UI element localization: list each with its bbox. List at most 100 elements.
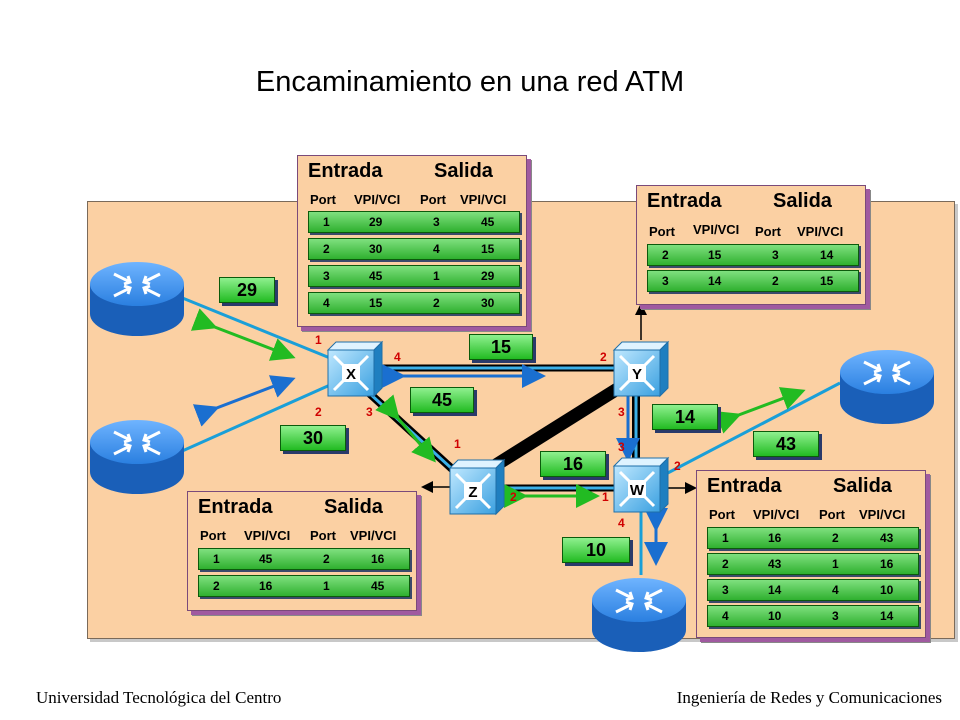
- table-w-entrada: Entrada: [707, 475, 782, 497]
- table-cell: 1: [213, 552, 220, 566]
- atm-switch-x: X: [326, 340, 384, 398]
- table-cell: 2: [722, 557, 729, 571]
- table-x-salida: Salida: [434, 160, 493, 182]
- table-cell: 4: [323, 296, 330, 310]
- switch-y-label: Y: [632, 366, 642, 383]
- table-z-col-vci-in: VPI/VCI: [244, 528, 291, 543]
- table-row: 4 15 2 30: [308, 292, 520, 314]
- table-cell: 30: [481, 296, 495, 310]
- table-cell: 29: [369, 215, 383, 229]
- switch-z-label: Z: [468, 484, 477, 501]
- port-w3: 3: [618, 440, 625, 454]
- router-icon: [90, 420, 184, 494]
- table-cell: 15: [708, 248, 722, 262]
- table-cell: 43: [768, 557, 782, 571]
- port-y2: 2: [600, 350, 607, 364]
- table-cell: 1: [722, 531, 729, 545]
- table-cell: 1: [323, 215, 330, 229]
- router-icon: [840, 350, 934, 424]
- table-cell: 3: [832, 609, 839, 623]
- table-cell: 16: [371, 552, 385, 566]
- port-x4: 4: [394, 350, 401, 364]
- port-z1: 1: [454, 437, 461, 451]
- table-cell: 15: [369, 296, 383, 310]
- table-cell: 1: [433, 269, 440, 283]
- table-cell: 2: [772, 274, 779, 288]
- table-x-col-port-in: Port: [310, 192, 336, 207]
- vci-label-43: 43: [753, 431, 819, 457]
- table-cell: 45: [369, 269, 383, 283]
- table-cell: 3: [772, 248, 779, 262]
- flow-arrow-29: [190, 308, 296, 361]
- vci-label-45: 45: [410, 387, 474, 413]
- table-cell: 14: [768, 583, 782, 597]
- routing-table-z: Entrada Salida Port VPI/VCI Port VPI/VCI…: [187, 491, 417, 611]
- atm-switch-y: Y: [612, 340, 670, 398]
- table-z-salida: Salida: [324, 496, 383, 518]
- port-z2: 2: [510, 490, 517, 504]
- atm-switch-w: W: [612, 456, 670, 514]
- flow-arrow-30: [192, 375, 296, 427]
- table-y-entrada: Entrada: [647, 190, 722, 212]
- vci-label-14: 14: [652, 404, 718, 430]
- atm-switch-z: Z: [448, 458, 506, 516]
- table-cell: 2: [323, 552, 330, 566]
- table-cell: 3: [433, 215, 440, 229]
- table-cell: 2: [433, 296, 440, 310]
- table-row: 3 14 4 10: [707, 579, 919, 601]
- table-cell: 4: [832, 583, 839, 597]
- table-cell: 14: [820, 248, 834, 262]
- table-w-col-vci-in: VPI/VCI: [753, 507, 800, 522]
- flow-arrow-43: [714, 387, 806, 434]
- table-y-col-vci-in: VPI/VCI: [693, 222, 740, 237]
- router-icon: [592, 578, 686, 652]
- table-cell: 45: [371, 579, 385, 593]
- table-cell: 1: [323, 579, 330, 593]
- table-y-col-port-in: Port: [649, 224, 675, 239]
- table-w-col-vci-out: VPI/VCI: [859, 507, 906, 522]
- table-cell: 45: [481, 215, 495, 229]
- table-cell: 45: [259, 552, 273, 566]
- table-w-col-port-in: Port: [709, 507, 735, 522]
- vci-label-15: 15: [469, 334, 533, 360]
- table-y-col-port-out: Port: [755, 224, 781, 239]
- table-cell: 16: [768, 531, 782, 545]
- table-z-entrada: Entrada: [198, 496, 273, 518]
- table-cell: 1: [832, 557, 839, 571]
- switch-w-label: W: [630, 482, 645, 499]
- table-cell: 43: [880, 531, 894, 545]
- vci-label-16: 16: [540, 451, 606, 477]
- router-icon: [90, 262, 184, 336]
- table-cell: 10: [880, 583, 894, 597]
- table-cell: 16: [880, 557, 894, 571]
- table-cell: 4: [722, 609, 729, 623]
- table-cell: 3: [662, 274, 669, 288]
- table-z-col-port-in: Port: [200, 528, 226, 543]
- port-x1: 1: [315, 333, 322, 347]
- table-cell: 10: [768, 609, 782, 623]
- table-cell: 30: [369, 242, 383, 256]
- table-cell: 2: [832, 531, 839, 545]
- port-x3: 3: [366, 405, 373, 419]
- table-y-salida: Salida: [773, 190, 832, 212]
- table-x-entrada: Entrada: [308, 160, 383, 182]
- routing-table-x: Entrada Salida Port VPI/VCI Port VPI/VCI…: [297, 155, 527, 327]
- vci-label-30: 30: [280, 425, 346, 451]
- table-cell: 4: [433, 242, 440, 256]
- table-w-col-port-out: Port: [819, 507, 845, 522]
- footer-right: Ingeniería de Redes y Comunicaciones: [676, 688, 942, 707]
- port-w1: 1: [602, 490, 609, 504]
- table-cell: 15: [820, 274, 834, 288]
- table-x-col-vci-in: VPI/VCI: [354, 192, 401, 207]
- footer-left: Universidad Tecnológica del Centro: [36, 688, 282, 707]
- flow-arrow-45: [375, 394, 436, 463]
- table-cell: 3: [722, 583, 729, 597]
- table-z-col-port-out: Port: [310, 528, 336, 543]
- port-w4: 4: [618, 516, 625, 530]
